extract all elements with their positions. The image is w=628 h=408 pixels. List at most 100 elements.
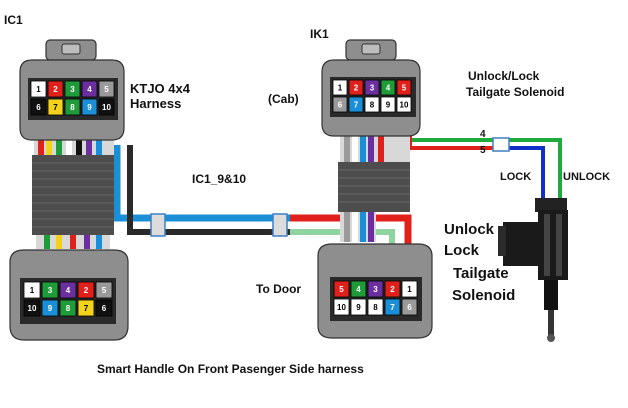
pin-cell [81, 98, 98, 116]
pin-cell [396, 79, 412, 96]
pin-number: 6 [102, 304, 107, 313]
pin-number: 7 [354, 101, 359, 110]
ic1-harness-bundle [32, 138, 114, 249]
pin-cell [332, 96, 348, 113]
pin-number: 5 [102, 286, 107, 295]
pin-number: 6 [36, 103, 41, 112]
big-tailgate-label: Tailgate [453, 265, 509, 282]
tailgate-solenoid [498, 198, 568, 342]
pin-cell [77, 299, 95, 317]
cab-label: (Cab) [268, 92, 299, 106]
pin-number: 9 [48, 304, 53, 313]
pin-number: 3 [370, 84, 375, 93]
pin-cell [30, 80, 47, 98]
pin-cell [64, 80, 81, 98]
harness-label-line2: Harness [130, 96, 181, 111]
wire-green-4 [392, 138, 562, 205]
pin-number: 10 [28, 304, 37, 313]
splice-label: IC1_9&10 [192, 172, 246, 186]
pin-number: 10 [400, 101, 409, 110]
unlock-label: UNLOCK [563, 171, 610, 183]
pin-cell [384, 298, 401, 316]
pin-cell [384, 280, 401, 298]
ik1-harness-bundle [338, 135, 410, 242]
splice-solenoid [492, 137, 510, 152]
harness-label-line1: KTJO 4x4 [130, 81, 191, 96]
pin-number: 8 [66, 304, 71, 313]
pin-cell [23, 281, 41, 299]
pin-number: 10 [337, 303, 346, 312]
pin-cell [95, 281, 113, 299]
pin-cell [30, 98, 47, 116]
wire-black-ic1 [127, 145, 290, 235]
pin-number: 5 [104, 85, 109, 94]
pin-cell [59, 281, 77, 299]
pin-cell [401, 280, 418, 298]
pin-cell [348, 79, 364, 96]
lock-label: LOCK [500, 171, 531, 183]
pin-cell [380, 96, 396, 113]
to-door-label: To Door [256, 282, 301, 296]
pin-cell [332, 79, 348, 96]
ic1-bottom-pins: 1 3 4 2 5 10 9 8 7 6 [23, 281, 113, 317]
splice-right [272, 213, 288, 237]
big-lock-label: Lock [444, 242, 480, 259]
wire-blue-5 [500, 146, 545, 205]
pin-number: 7 [84, 304, 89, 313]
pin-number: 1 [30, 286, 35, 295]
pin-number: 9 [356, 303, 361, 312]
caption: Smart Handle On Front Pasenger Side harn… [97, 362, 364, 376]
pin-number: 7 [53, 103, 58, 112]
pin-cell [81, 80, 98, 98]
pin-number: 5 [339, 285, 344, 294]
pin-number: 2 [53, 85, 58, 94]
pin-cell [98, 80, 115, 98]
pin-number: 1 [407, 285, 412, 294]
wire-red-door [290, 214, 412, 245]
pin-cell [364, 96, 380, 113]
pin-number: 4 [66, 286, 71, 295]
wire-blue-ic1 [113, 145, 290, 222]
pin-cell [64, 98, 81, 116]
pin-cell [367, 298, 384, 316]
pin-cell [41, 281, 59, 299]
pin-cell [333, 298, 350, 316]
pin-cell [95, 299, 113, 317]
pin-cell [401, 298, 418, 316]
pin-number: 4 [356, 285, 361, 294]
wire-4-label: 4 [480, 129, 486, 140]
pin-cell [47, 98, 64, 116]
wire-5-label: 5 [480, 145, 486, 156]
big-solenoid-label: Solenoid [452, 287, 515, 304]
pin-number: 8 [370, 101, 375, 110]
splice-left [150, 213, 166, 237]
solenoid-title-line1: Unlock/Lock [468, 69, 540, 83]
pin-number: 2 [390, 285, 395, 294]
ik1-label: IK1 [310, 27, 329, 41]
pin-number: 6 [338, 101, 343, 110]
pin-cell [364, 79, 380, 96]
pin-number: 2 [84, 286, 89, 295]
pin-number: 8 [373, 303, 378, 312]
pin-number: 6 [407, 303, 412, 312]
pin-cell [59, 299, 77, 317]
pin-cell [98, 98, 115, 116]
pin-cell [23, 299, 41, 317]
pin-number: 1 [36, 85, 41, 94]
pin-number: 4 [386, 84, 391, 93]
pin-cell [41, 299, 59, 317]
pin-cell [348, 96, 364, 113]
pin-cell [333, 280, 350, 298]
pin-cell [77, 281, 95, 299]
pin-number: 9 [87, 103, 92, 112]
pin-cell [47, 80, 64, 98]
pin-number: 3 [70, 85, 75, 94]
pin-number: 8 [70, 103, 75, 112]
pin-number: 3 [48, 286, 53, 295]
pin-cell [350, 280, 367, 298]
pin-number: 2 [354, 84, 359, 93]
pin-number: 10 [102, 103, 111, 112]
